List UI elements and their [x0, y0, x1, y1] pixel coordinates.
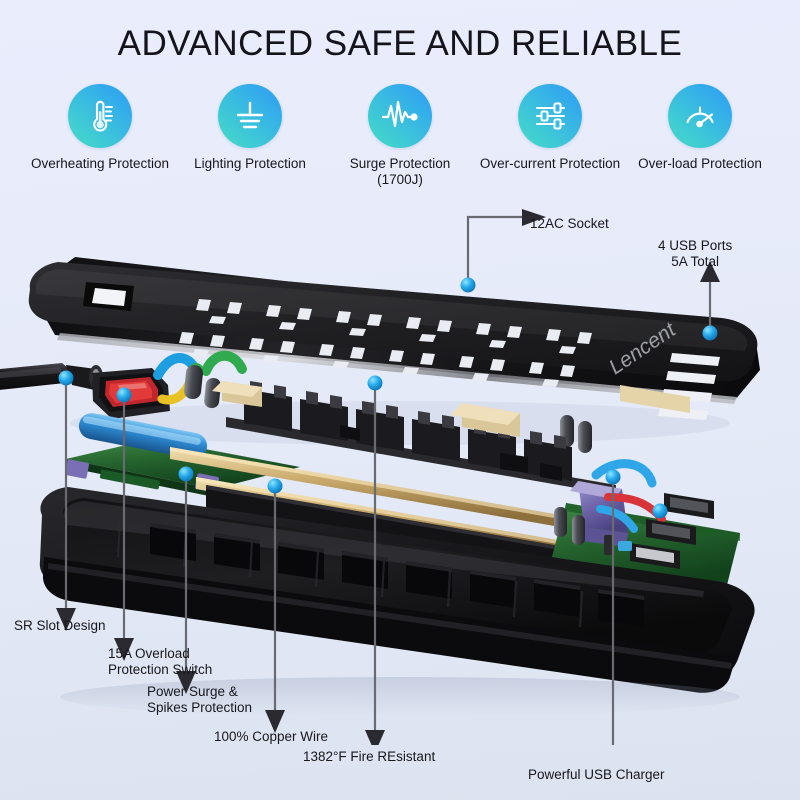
power-strip-bottom-housing: [39, 487, 755, 717]
switch-window: [83, 282, 134, 311]
usb-charger-board: [552, 459, 740, 589]
feature-item-overcurrent: Over-current Protection: [475, 84, 625, 187]
socket-contact-blades: [250, 381, 566, 449]
feature-icon-row: Overheating Protection Lighting Protecti…: [0, 84, 800, 187]
feature-label: Over-load Protection: [638, 156, 762, 171]
feature-label: Overheating Protection: [30, 156, 170, 171]
callout-usb-ports: 4 USB Ports 5A Total: [658, 238, 733, 269]
callout-ac-socket: 12AC Socket: [530, 216, 609, 231]
socket-well-rims: [150, 523, 644, 600]
power-strip-top-cover: Lencent: [28, 257, 760, 445]
callout-power-surge: Power Surge & Spikes Protection: [147, 684, 253, 715]
feature-label: Lighting Protection: [194, 156, 306, 171]
thermometer-icon: [68, 84, 132, 148]
housing-ribs: [116, 520, 584, 628]
waveform-pulse-icon: [368, 84, 432, 148]
capacitors: [184, 365, 592, 453]
callout-fire-resistant: 1382°F Fire REsistant: [303, 749, 436, 764]
feature-label: Over-current Protection: [479, 156, 621, 171]
feature-label: Surge Protection (1700J): [349, 156, 451, 187]
callout-arrowheads: [56, 209, 720, 745]
ground-lightning-icon: [218, 84, 282, 148]
ac-socket-slots: [179, 299, 592, 387]
sliders-icon: [518, 84, 582, 148]
callout-leaders: [64, 215, 712, 745]
callout-usb-charger: Powerful USB Charger: [528, 767, 665, 782]
pcb-chips: [340, 425, 562, 481]
usb-port-slots: [658, 353, 720, 420]
usb-connectors: [630, 493, 714, 569]
callout-marker-dots: [58, 277, 718, 519]
page-title: ADVANCED SAFE AND RELIABLE: [117, 24, 683, 63]
socket-wells: [150, 523, 644, 627]
feature-item-lighting: Lighting Protection: [175, 84, 325, 187]
callout-overload-switch: 15A Overload Protection Switch: [108, 646, 213, 677]
callout-sr-slot: SR Slot Design: [14, 618, 106, 633]
feature-item-overload: Over-load Protection: [625, 84, 775, 187]
gauge-icon: [668, 84, 732, 148]
product-exploded-view: Lencent: [0, 185, 800, 745]
power-cord: [0, 363, 103, 391]
callout-copper-wire: 100% Copper Wire: [214, 729, 329, 744]
feature-item-surge: Surge Protection (1700J): [325, 84, 475, 187]
feature-item-overheating: Overheating Protection: [25, 84, 175, 187]
transformer-blocks: [212, 381, 690, 437]
